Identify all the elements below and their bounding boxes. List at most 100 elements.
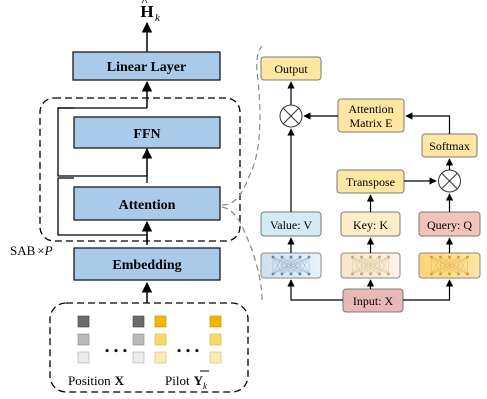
query-network-edge bbox=[458, 256, 468, 275]
output-symbol-base: H bbox=[140, 2, 153, 21]
sab-times: × bbox=[37, 243, 44, 258]
pilot-square-4 bbox=[209, 315, 222, 328]
position-square-6 bbox=[132, 351, 145, 364]
position-square-5 bbox=[132, 333, 145, 346]
pilot-text: Pilot bbox=[165, 373, 190, 388]
zoom-connector-top bbox=[221, 45, 263, 206]
embedding-box bbox=[73, 247, 221, 281]
attention-box bbox=[73, 186, 221, 221]
value-network-node bbox=[280, 255, 284, 259]
key-label: Key: K bbox=[353, 218, 388, 232]
value-network-edge bbox=[299, 256, 310, 275]
value-network-node bbox=[289, 272, 293, 276]
value-network-node bbox=[271, 255, 275, 259]
query-network-node bbox=[448, 272, 451, 276]
key-network-edge bbox=[361, 256, 389, 275]
key-network-node bbox=[351, 272, 354, 276]
pilot-square-2 bbox=[154, 333, 167, 346]
query-network-node bbox=[439, 255, 442, 259]
zoom-connector-bottom bbox=[221, 206, 263, 301]
value-network-edge bbox=[272, 256, 310, 275]
query-network-edge bbox=[431, 256, 450, 275]
position-square-4 bbox=[132, 315, 145, 328]
query-network-edge bbox=[431, 256, 459, 275]
position-ellipsis: • • • bbox=[104, 347, 128, 357]
sab-text: SAB bbox=[10, 243, 36, 258]
output-symbol-hat: ^ bbox=[141, 0, 148, 8]
arrow-softmax-to-matrix bbox=[405, 112, 451, 134]
key-network-node bbox=[387, 272, 390, 276]
position-square-1 bbox=[77, 315, 90, 328]
key-network-edge bbox=[352, 256, 362, 275]
key-network-node bbox=[378, 272, 381, 276]
key-network-node bbox=[378, 255, 381, 259]
ffn-box bbox=[73, 116, 221, 149]
query-network-node bbox=[430, 255, 433, 259]
output-symbol: H ^ k bbox=[140, 0, 161, 24]
value-network-node bbox=[289, 255, 293, 259]
value-network-node bbox=[280, 272, 284, 276]
multiply-1-x-b bbox=[282, 107, 300, 125]
pilot-square-5 bbox=[209, 333, 222, 346]
query-network-edge bbox=[440, 256, 468, 275]
value-network-node bbox=[307, 272, 311, 276]
pilot-square-1 bbox=[154, 315, 167, 328]
key-network-node bbox=[369, 255, 372, 259]
output-symbol-sub: k bbox=[155, 12, 161, 24]
residual-ffn bbox=[57, 107, 148, 183]
linear-layer-box bbox=[72, 51, 221, 81]
query-network-node bbox=[457, 272, 460, 276]
key-network-node bbox=[369, 272, 372, 276]
query-network-edge bbox=[449, 256, 468, 275]
sab-label: SAB×P bbox=[10, 243, 53, 258]
pilot-square-6 bbox=[209, 351, 222, 364]
network-glyphs bbox=[271, 255, 469, 276]
key-network-node bbox=[360, 255, 363, 259]
pilot-var: Y bbox=[194, 373, 204, 388]
position-text: Position bbox=[68, 373, 111, 388]
key-network-edge bbox=[352, 256, 389, 275]
value-network-node bbox=[271, 272, 275, 276]
query-network-node bbox=[466, 255, 469, 259]
value-network-edge bbox=[272, 256, 301, 275]
position-square-3 bbox=[77, 351, 90, 364]
attention-label: Attention bbox=[119, 198, 176, 213]
value-network-edge bbox=[272, 256, 292, 275]
inputs-block-dashed bbox=[49, 302, 249, 393]
arrow-input-to-query-net bbox=[403, 279, 454, 301]
value-network-node bbox=[307, 255, 311, 259]
ffn-label: FFN bbox=[133, 127, 160, 142]
key-network-edge bbox=[352, 256, 371, 275]
key-network-edge bbox=[379, 256, 389, 275]
query-network-edge bbox=[431, 256, 468, 275]
key-network-node bbox=[351, 255, 354, 259]
attention-matrix-line1: Attention bbox=[348, 102, 393, 116]
query-network-node bbox=[466, 272, 469, 276]
attention-matrix-line2: Matrix E bbox=[350, 116, 393, 130]
position-square-2 bbox=[77, 333, 90, 346]
sab-var: P bbox=[44, 243, 53, 258]
key-network-node bbox=[360, 272, 363, 276]
key-network-edge bbox=[370, 256, 389, 275]
query-network-node bbox=[430, 272, 433, 276]
value-network-edge bbox=[281, 256, 310, 275]
linear-layer-label: Linear Layer bbox=[107, 60, 186, 75]
embedding-label: Embedding bbox=[112, 258, 181, 273]
input-label: Input: X bbox=[353, 294, 394, 308]
position-var: X bbox=[115, 373, 125, 388]
multiply-2-x-b bbox=[441, 172, 458, 190]
softmax-label: Softmax bbox=[429, 139, 470, 153]
query-network-edge bbox=[431, 256, 441, 275]
query-label: Query: Q bbox=[427, 218, 472, 232]
pilot-ellipsis: • • • bbox=[176, 347, 200, 357]
position-label: Position X bbox=[68, 373, 125, 388]
key-network-node bbox=[387, 255, 390, 259]
output-box bbox=[260, 56, 322, 81]
value-network-edge bbox=[290, 256, 310, 275]
transpose-label: Transpose bbox=[346, 175, 395, 189]
key-network-edge bbox=[352, 256, 380, 275]
query-network-node bbox=[457, 255, 460, 259]
output-label: Output bbox=[274, 62, 308, 76]
